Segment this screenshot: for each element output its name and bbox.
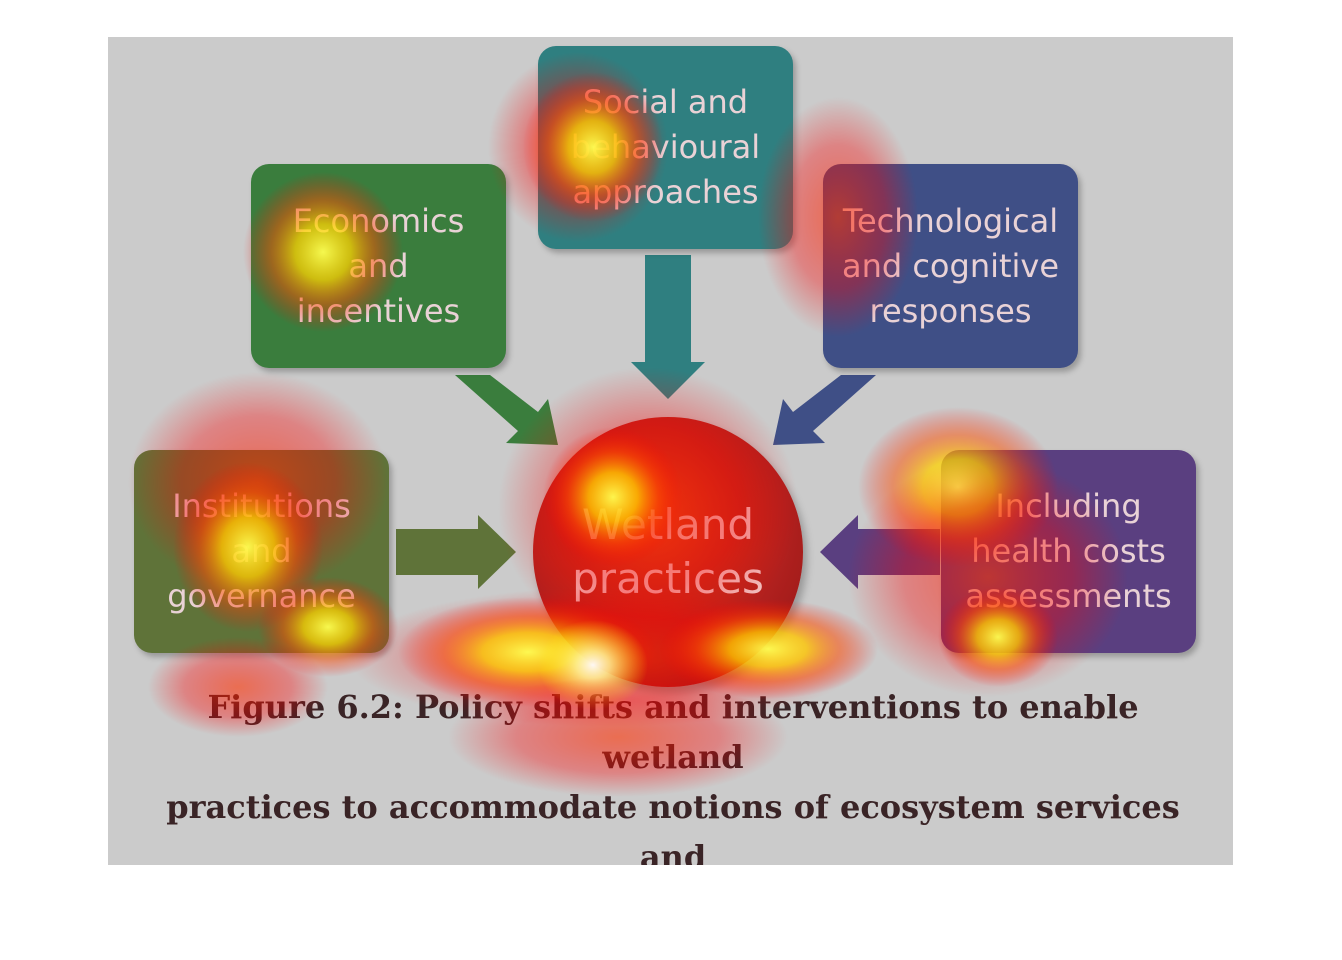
arrow-institutions: [396, 515, 516, 589]
arrow-technological: [773, 375, 876, 445]
node-institutions-label: Institutions and governance: [167, 487, 356, 615]
figure-caption: Figure 6.2: Policy shifts and interventi…: [166, 688, 1180, 865]
node-institutions: Institutions and governance: [134, 450, 389, 653]
node-health: Including health costs assessments: [941, 450, 1196, 653]
node-technological: Technological and cognitive responses: [823, 164, 1078, 368]
node-economics: Economics and incentives: [251, 164, 506, 368]
node-social: Social and behavioural approaches: [538, 46, 793, 249]
figure-panel: Social and behavioural approaches Econom…: [108, 37, 1233, 865]
node-social-label: Social and behavioural approaches: [570, 83, 761, 211]
node-health-label: Including health costs assessments: [965, 487, 1172, 615]
arrow-social: [631, 255, 705, 399]
node-economics-label: Economics and incentives: [292, 201, 465, 330]
arrow-economics: [455, 375, 558, 445]
center-node-wetland-practices: Wetland practices: [533, 417, 803, 687]
center-node-label: Wetland practices: [572, 500, 764, 603]
node-technological-label: Technological and cognitive responses: [841, 201, 1060, 330]
arrow-health: [820, 515, 940, 589]
